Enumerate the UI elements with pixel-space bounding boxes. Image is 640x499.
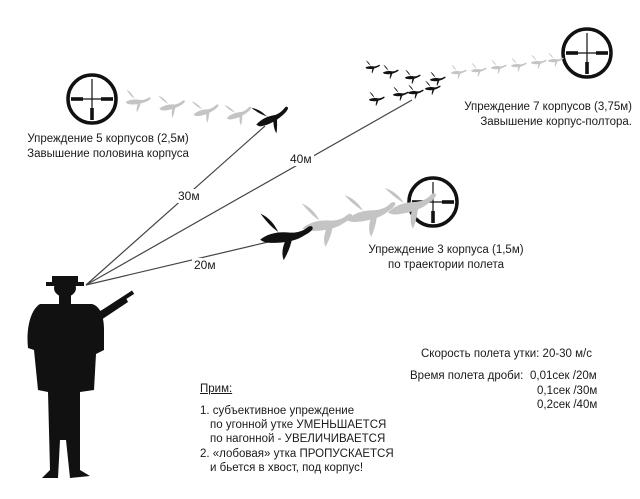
distance-label-20m: 20м — [192, 258, 218, 272]
sight-line-20m — [85, 241, 269, 286]
caption-40m: Упреждение 7 корпусов (3,75м) Завышение … — [410, 100, 632, 130]
note-text-30m: Завышение половина корпуса — [27, 148, 189, 160]
hunter-silhouette — [27, 276, 135, 478]
distance-label-40m: 40м — [288, 152, 314, 166]
lead-text-20m: Упреждение 3 корпуса (1,5м) — [368, 244, 524, 256]
sight-line-40m — [85, 99, 413, 286]
caption-30m: Упреждение 5 корпусов (2,5м) Завышение п… — [8, 132, 208, 162]
shot-time-row: 0,1сек /30м — [537, 385, 598, 397]
sight-line-30m — [85, 125, 266, 286]
sight-lines — [85, 99, 413, 286]
lead-text-30m: Упреждение 5 корпусов (2,5м) — [27, 133, 189, 145]
duck-icon-20m — [258, 210, 315, 262]
note-text-40m: Завышение корпус-полтора. — [480, 116, 632, 128]
caption-20m: Упреждение 3 корпуса (1,5м) по траектори… — [356, 243, 536, 273]
notes-line: 2. «лобовая» утка ПРОПУСКАЕТСЯ — [200, 448, 394, 460]
shot-time-label: Время полета дроби: — [410, 370, 524, 382]
distance-label-30m: 30м — [176, 189, 202, 203]
lead-text-40m: Упреждение 7 корпусов (3,75м) — [464, 101, 632, 113]
scope-icon-40m — [561, 27, 613, 79]
ghost-ducks-30m — [125, 89, 256, 129]
scope-icon-30m — [66, 73, 118, 125]
ghost-ducks-40m — [450, 52, 564, 80]
flight-speed: Скорость полета утки: 20-30 м/с — [421, 348, 593, 360]
notes-title: Прим: — [200, 383, 233, 395]
notes-line: и бьется в хвост, под корпус! — [210, 462, 364, 474]
notes-line: 1. субъективное упреждение — [200, 405, 355, 417]
duck-icon-30m — [250, 96, 295, 139]
notes-line: по нагонной - УВЕЛИЧИВАЕТСЯ — [210, 433, 386, 445]
note-text-20m: по траектории полета — [387, 259, 505, 271]
shot-time-row: 0,01сек /20м — [530, 370, 597, 382]
shot-time-row: 0,2сек /40м — [537, 399, 598, 411]
notes-line: по угонной утке УМЕНЬШАЕТСЯ — [210, 419, 387, 431]
